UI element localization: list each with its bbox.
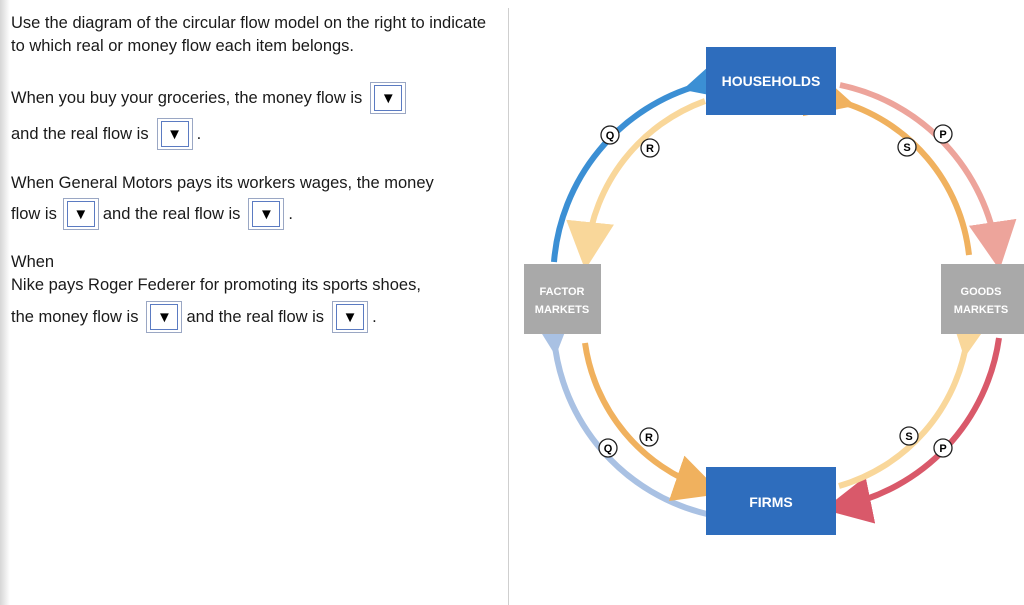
label-s-bottom: S (899, 426, 919, 446)
money-flow-arc-bottom-left (527, 305, 708, 517)
real-flow-arc-top-right (802, 69, 972, 256)
question-2-line-1: When General Motors pays its workers wag… (11, 174, 434, 193)
q3-money-flow-dropdown[interactable]: ▼ (146, 301, 183, 333)
q2-period: . (288, 204, 294, 223)
q3-text-a: the money flow is (11, 307, 139, 326)
dropdown-arrow-icon: ▼ (374, 85, 403, 111)
svg-text:P: P (939, 129, 946, 141)
q3-text-1: When (11, 253, 55, 271)
q3-period: . (372, 307, 377, 326)
instructions-text: Use the diagram of the circular flow mod… (11, 14, 487, 55)
goods-markets-label-2: MARKETS (954, 304, 1008, 316)
factor-markets-label-2: MARKETS (535, 304, 589, 316)
households-box (706, 47, 836, 115)
money-flow-arc-top-left (551, 53, 736, 263)
question-3-line-1: When (11, 253, 54, 272)
svg-text:R: R (646, 143, 654, 155)
q2-text: When General Motors pays its workers wag… (11, 174, 434, 192)
firms-box (706, 467, 836, 535)
q2-real-flow-dropdown[interactable]: ▼ (248, 198, 285, 230)
q1-text-b: and the real flow is (11, 124, 149, 143)
q2-money-flow-dropdown[interactable]: ▼ (62, 198, 99, 230)
q1-real-flow-dropdown[interactable]: ▼ (156, 118, 193, 150)
svg-text:R: R (645, 432, 653, 444)
dropdown-arrow-icon: ▼ (66, 201, 95, 227)
svg-text:Q: Q (606, 130, 615, 142)
svg-text:P: P (939, 443, 946, 455)
q1-text-a: When you buy your groceries, the money f… (11, 88, 363, 107)
factor-markets-label-1: FACTOR (539, 286, 584, 298)
goods-markets-label-1: GOODS (961, 286, 1002, 298)
svg-text:Q: Q (604, 443, 613, 455)
question-3-line-3: the money flow is ▼ and the real flow is… (11, 301, 377, 333)
dropdown-arrow-icon: ▼ (252, 201, 281, 227)
dropdown-arrow-icon: ▼ (150, 304, 179, 330)
question-3-line-2: Nike pays Roger Federer for promoting it… (11, 276, 421, 295)
svg-text:S: S (903, 142, 910, 154)
households-label: HOUSEHOLDS (722, 73, 821, 89)
panel-divider (508, 8, 509, 605)
real-flow-arc-bottom-right (838, 306, 996, 489)
q3-text-2: Nike pays Roger Federer for promoting it… (11, 276, 421, 294)
label-p-bottom: P (933, 438, 953, 458)
money-flow-arc-bottom-right (823, 337, 1002, 524)
q2-text-b: and the real flow is (102, 204, 241, 223)
label-s-top: S (897, 137, 917, 157)
firms-label: FIRMS (749, 494, 793, 510)
factor-markets-box (524, 264, 601, 334)
label-p-top: P (933, 124, 953, 144)
goods-markets-box (941, 264, 1024, 334)
q1-period: . (196, 124, 202, 143)
label-q-bottom: Q (598, 438, 618, 458)
money-flow-arc-top-right (839, 82, 1017, 270)
q3-real-flow-dropdown[interactable]: ▼ (332, 301, 369, 333)
label-q-top: Q (600, 125, 620, 145)
real-flow-arc-bottom-left (582, 342, 723, 501)
q3-text-b: and the real flow is (186, 307, 325, 326)
real-flow-arc-top-left (566, 98, 707, 270)
question-1-line-2: and the real flow is ▼ . (11, 118, 201, 150)
q2-text-a: flow is (11, 204, 57, 223)
q1-money-flow-dropdown[interactable]: ▼ (370, 82, 407, 114)
label-r-top: R (640, 138, 660, 158)
left-edge-shadow (0, 0, 10, 605)
question-1-line-1: When you buy your groceries, the money f… (11, 82, 410, 114)
label-r-bottom: R (639, 427, 659, 447)
question-2-line-2: flow is ▼ and the real flow is ▼ . (11, 198, 293, 230)
circular-flow-diagram: HOUSEHOLDS FIRMS FACTOR MARKETS GOODS MA… (524, 47, 1024, 535)
dropdown-arrow-icon: ▼ (160, 121, 189, 147)
dropdown-arrow-icon: ▼ (336, 304, 365, 330)
svg-text:S: S (905, 431, 912, 443)
